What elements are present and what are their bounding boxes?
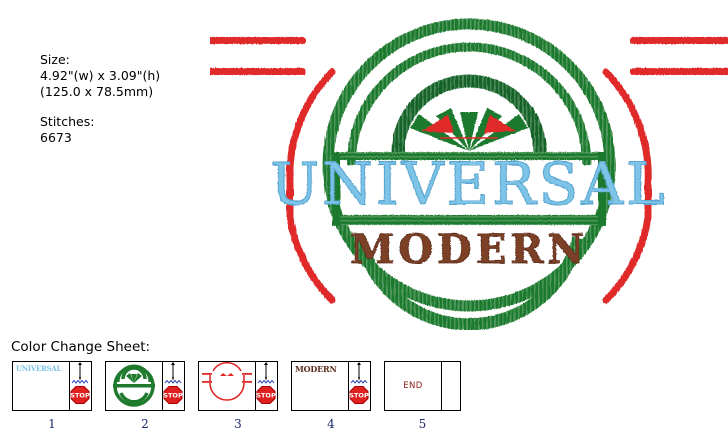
color-stop-3[interactable]: STOP 3	[198, 361, 278, 431]
color-stop-2-number: 2	[141, 417, 149, 431]
stop-sign-icon: STOP	[256, 386, 276, 404]
stop-sign-icon: STOP	[349, 386, 369, 404]
design-green-outer-ring	[322, 18, 616, 312]
color-stop-1-thumbnail: UNIVERSAL	[13, 362, 69, 410]
svg-text:STOP: STOP	[256, 392, 276, 400]
stop-sign-icon: STOP	[163, 386, 183, 404]
needle-icon	[171, 362, 175, 381]
size-inches-value: 4.92"(w) x 3.09"(h)	[40, 68, 161, 83]
color-stop-4-number: 4	[327, 417, 335, 431]
color-change-sheet-title: Color Change Sheet:	[11, 339, 151, 355]
color-stop-4-boxes[interactable]: MODERN STOP	[291, 361, 371, 411]
color-stop-5[interactable]: END 5	[384, 361, 461, 431]
design-subtitle-modern: MODERN	[350, 226, 588, 274]
size-label: Size:	[40, 52, 70, 67]
color-stop-1-number: 1	[48, 417, 56, 431]
design-info-panel: Size: 4.92"(w) x 3.09"(h) (125.0 x 78.5m…	[40, 52, 160, 146]
info-spacer	[40, 100, 160, 114]
color-stop-3-action[interactable]: STOP	[255, 362, 277, 410]
color-stop-2[interactable]: STOP 2	[105, 361, 185, 431]
red-emblem-thumbnail-icon	[202, 362, 252, 401]
color-stop-1-action[interactable]: STOP	[69, 362, 91, 410]
color-stop-1-boxes[interactable]: UNIVERSAL STOP	[12, 361, 92, 411]
design-green-inner-arc	[346, 42, 592, 166]
color-stop-4-thumbnail: MODERN	[292, 362, 348, 410]
color-stop-3-thumbnail	[199, 362, 255, 410]
color-stop-3-number: 3	[234, 417, 242, 431]
thread-zigzag-icon	[164, 379, 182, 384]
color-stop-5-trailing-box	[441, 362, 460, 410]
stitches-value: 6673	[40, 130, 72, 145]
universal-text: UNIVERSAL	[270, 150, 668, 218]
color-stop-2-action[interactable]: STOP	[162, 362, 184, 410]
color-stop-4-thumb-text: MODERN	[295, 364, 337, 374]
color-stop-4-action[interactable]: STOP	[348, 362, 370, 410]
modern-text: MODERN	[350, 226, 588, 273]
svg-text:STOP: STOP	[349, 392, 369, 400]
design-title-universal: UNIVERSAL	[270, 149, 668, 218]
thread-zigzag-icon	[257, 379, 275, 384]
thread-zigzag-icon	[350, 379, 368, 384]
color-stop-3-boxes[interactable]: STOP	[198, 361, 278, 411]
needle-icon	[357, 362, 361, 381]
stitches-label: Stitches:	[40, 114, 95, 129]
size-mm-value: (125.0 x 78.5mm)	[40, 84, 154, 99]
red-triangle-left	[422, 115, 454, 133]
color-stop-2-boxes[interactable]: STOP	[105, 361, 185, 411]
thread-zigzag-icon	[71, 379, 89, 384]
design-fan-emblem	[410, 108, 528, 151]
svg-text:STOP: STOP	[70, 392, 90, 400]
green-emblem-thumbnail-icon	[113, 364, 155, 407]
color-stop-1[interactable]: UNIVERSAL STOP 1	[12, 361, 92, 431]
embroidery-design-preview: UNIVERSAL MODERN	[210, 0, 728, 330]
color-stop-1-thumb-text: UNIVERSAL	[16, 364, 62, 373]
stop-sign-icon: STOP	[70, 386, 90, 404]
svg-text:STOP: STOP	[163, 392, 183, 400]
color-stop-5-boxes[interactable]: END	[384, 361, 461, 411]
red-triangle-right	[484, 115, 516, 133]
design-red-arcs	[210, 37, 728, 304]
needle-icon	[78, 362, 82, 381]
color-stop-5-thumbnail: END	[385, 362, 441, 410]
needle-icon	[264, 362, 268, 381]
end-label: END	[403, 381, 423, 391]
color-change-sheet-row: UNIVERSAL STOP 1	[12, 361, 474, 431]
color-stop-5-number: 5	[418, 417, 427, 431]
color-stop-4[interactable]: MODERN STOP 4	[291, 361, 371, 431]
design-green-bands	[332, 152, 606, 226]
design-green-lower-swoosh	[354, 236, 584, 330]
color-stop-2-thumbnail	[106, 362, 162, 410]
